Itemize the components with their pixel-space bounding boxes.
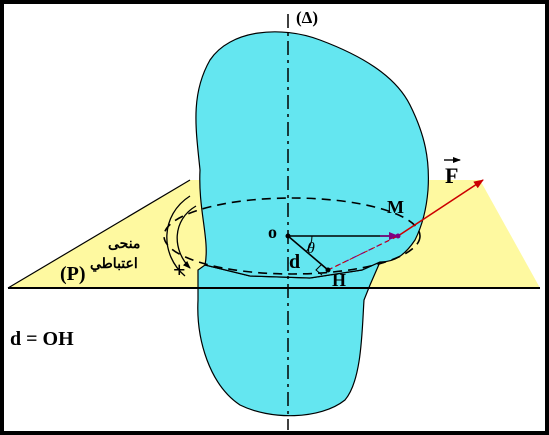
formula-label: d = OH	[10, 328, 74, 350]
force-arrow	[397, 179, 484, 237]
sense-sign: +	[173, 257, 186, 282]
solid-body-upper	[195, 31, 429, 279]
sense-text-line1: منحى	[108, 237, 140, 252]
force-line-of-action	[327, 235, 399, 271]
point-m-label: M	[387, 197, 404, 217]
theta-arc	[305, 235, 313, 253]
rotation-sense-arrow	[176, 205, 197, 269]
theta-label: θ	[307, 240, 315, 257]
plane-label: (P)	[60, 263, 86, 285]
distance-label: d	[289, 251, 300, 273]
plane-left-edge	[7, 179, 191, 289]
axis-label: (Δ)	[296, 8, 318, 27]
point-o-label: o	[268, 222, 277, 242]
sense-text-line2: اعتباطي	[90, 257, 138, 272]
force-label: F	[445, 163, 458, 188]
point-h-dot	[325, 267, 331, 273]
point-h-label: H	[332, 270, 346, 290]
trajectory-ellipse	[163, 197, 421, 275]
point-m-dot	[395, 233, 401, 239]
point-o-dot	[285, 233, 291, 239]
solid-body-lower	[197, 260, 382, 417]
right-angle-mark	[315, 263, 323, 276]
rotation-sense-arc-outer	[166, 195, 191, 277]
